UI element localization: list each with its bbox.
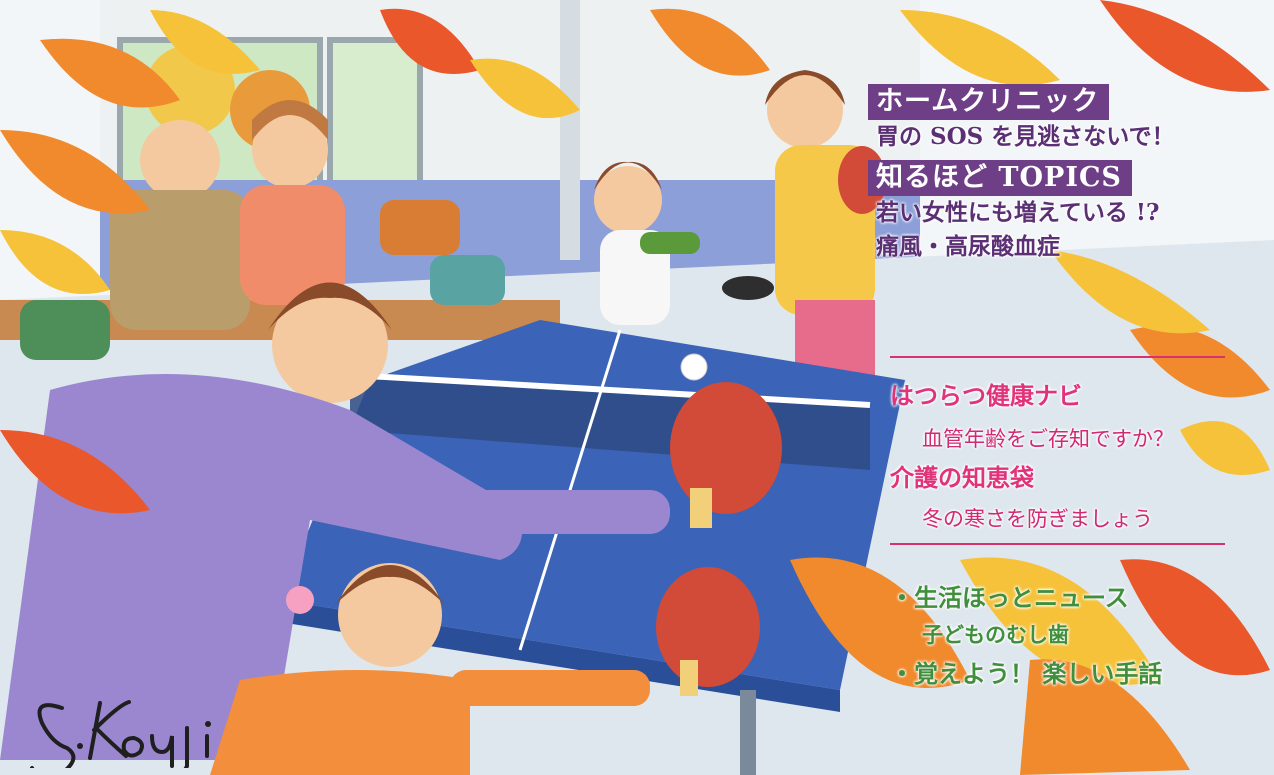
care-heading: 介護の知恵袋 — [890, 464, 1034, 492]
divider-top — [890, 356, 1225, 358]
news-heading: ・生活ほっとニュース — [890, 584, 1129, 612]
home-clinic-heading: ホームクリニック — [868, 84, 1110, 120]
topics-line-1: 若い女性にも増えている !? — [876, 199, 1160, 226]
navi-line: 血管年齢をご存知ですか？ — [922, 427, 1174, 451]
news-line: 子どものむし歯 — [922, 623, 1069, 647]
navi-heading: はつらつ健康ナビ — [890, 382, 1082, 410]
care-line: 冬の寒さを防ぎましょう — [922, 507, 1153, 531]
table-of-contents: ホームクリニック 胃の SOS を見逃さないで！ 知るほど TOPICS 若い女… — [868, 84, 1268, 264]
home-clinic-line: 胃の SOS を見逃さないで！ — [876, 123, 1175, 150]
topics-line-2: 痛風・高尿酸血症 — [876, 233, 1060, 260]
sign-language-heading: ・覚えよう！ 楽しい手話 — [890, 660, 1163, 688]
divider-bottom — [890, 543, 1225, 545]
artist-signature — [30, 700, 211, 768]
topics-heading: 知るほど TOPICS — [868, 160, 1132, 196]
